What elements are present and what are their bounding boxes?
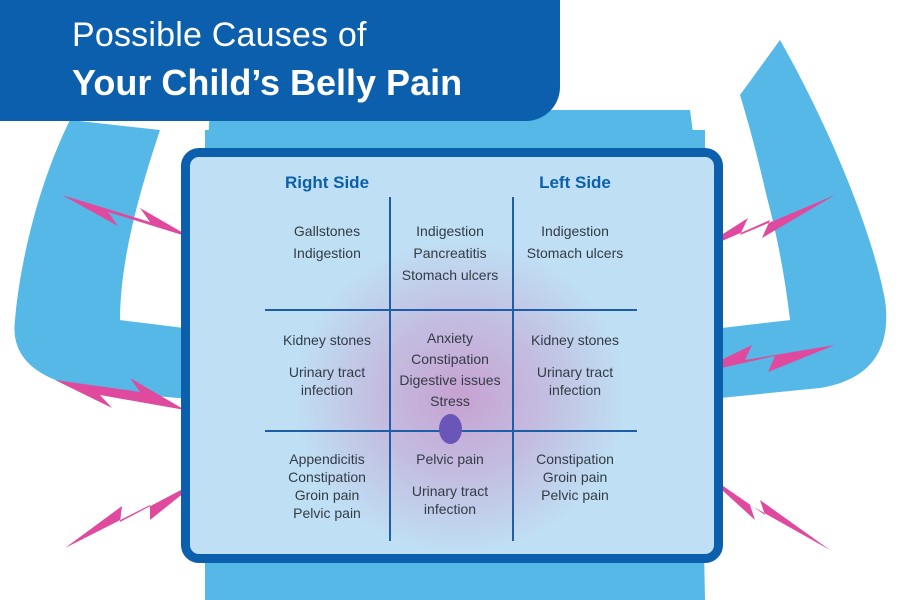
grid-divider-vertical	[389, 197, 391, 541]
right-arm-shape	[14, 120, 205, 400]
region-item: Kidney stones	[283, 332, 371, 348]
region-item: Pelvic pain	[293, 505, 361, 521]
right-armpit-gap	[120, 130, 200, 330]
region-upper-middle: Indigestion Pancreatitis Stomach ulcers	[385, 220, 515, 286]
region-item: infection	[548, 382, 602, 398]
region-item: Appendicitis	[289, 451, 365, 467]
right-side-label: Right Side	[284, 173, 370, 192]
region-item: Constipation	[536, 451, 614, 467]
region-item: Indigestion	[541, 223, 609, 239]
region-item: Pelvic pain	[416, 451, 484, 467]
region-lower-middle: Pelvic pain Urinary tract infection	[385, 450, 515, 518]
region-item: Pancreatitis	[413, 245, 487, 261]
grid-divider-vertical	[512, 197, 514, 541]
left-armpit-gap	[705, 120, 790, 330]
region-item: Stomach ulcers	[401, 267, 499, 283]
navel-marker	[439, 414, 462, 444]
region-item: Indigestion	[416, 223, 484, 239]
left-side-label: Left Side	[539, 173, 611, 192]
region-item: Anxiety	[427, 330, 473, 346]
region-middle-left: Kidney stones Urinary tract infection	[510, 331, 640, 399]
left-arm-shape	[700, 40, 887, 400]
region-item: Constipation	[288, 469, 366, 485]
region-lower-right: Appendicitis Constipation Groin pain Pel…	[262, 450, 392, 522]
region-item: infection	[300, 382, 354, 398]
region-item: Urinary tract	[288, 364, 366, 380]
region-item: Urinary tract	[411, 483, 489, 499]
pain-bolt-icon	[62, 195, 192, 238]
region-item: Urinary tract	[536, 364, 614, 380]
region-middle-right: Kidney stones Urinary tract infection	[262, 331, 392, 399]
region-item: Kidney stones	[531, 332, 619, 348]
title-line-1: Possible Causes of	[72, 16, 367, 54]
region-item: Groin pain	[542, 469, 608, 485]
region-middle-center: Anxiety Constipation Digestive issues St…	[385, 328, 515, 412]
region-item: Pelvic pain	[541, 487, 609, 503]
region-upper-right: Gallstones Indigestion	[262, 220, 392, 264]
region-item: Indigestion	[293, 245, 361, 261]
pain-bolt-icon	[55, 378, 185, 410]
region-lower-left: Constipation Groin pain Pelvic pain	[510, 450, 640, 504]
grid-divider-horizontal	[265, 309, 637, 311]
region-item: Groin pain	[294, 487, 360, 503]
region-upper-left: Indigestion Stomach ulcers	[510, 220, 640, 264]
title-line-2: Your Child’s Belly Pain	[72, 62, 463, 103]
title-banner: Possible Causes of Your Child’s Belly Pa…	[0, 0, 560, 121]
region-item: Stress	[430, 393, 470, 409]
pain-bolt-icon	[65, 480, 200, 548]
region-item: Constipation	[411, 351, 489, 367]
pain-bolt-icon	[690, 345, 835, 375]
pain-bolt-icon	[690, 195, 835, 255]
region-item: infection	[423, 501, 477, 517]
region-item: Gallstones	[293, 223, 361, 239]
region-item: Digestive issues	[399, 372, 501, 388]
region-item: Stomach ulcers	[526, 245, 624, 261]
pain-bolt-icon	[700, 470, 830, 550]
